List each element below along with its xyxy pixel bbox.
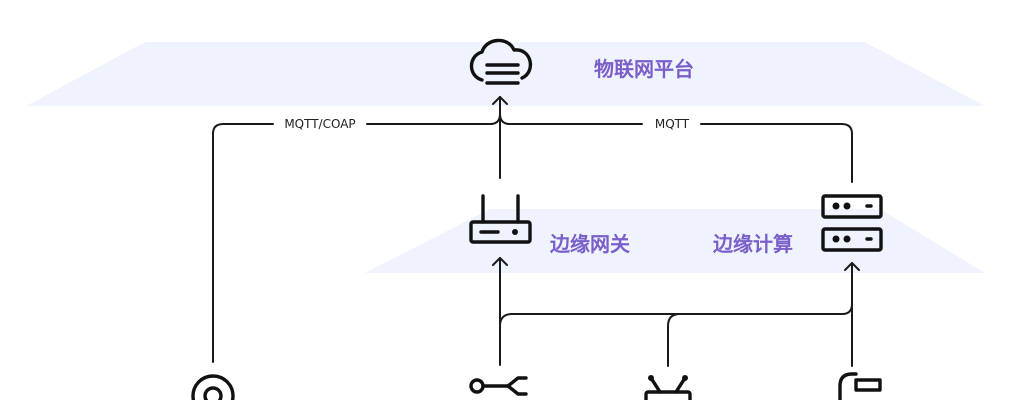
antenna-device-icon	[644, 375, 692, 400]
left-protocol-label: MQTT/COAP	[284, 117, 355, 131]
router-icon	[469, 194, 532, 244]
mqtt-coap-connector	[212, 123, 274, 363]
gateway-layer-label: 边缘网关	[549, 232, 630, 256]
edge-compute-layer-label: 边缘计算	[712, 232, 793, 256]
server-rack-icon	[821, 194, 883, 252]
mqtt-connector	[700, 123, 853, 183]
right-protocol-label: MQTT	[655, 117, 690, 131]
platform-arrowhead	[492, 96, 508, 105]
connector-lines	[212, 96, 860, 367]
edge-layer-plane	[365, 209, 985, 273]
edge-compute-arrowhead	[844, 262, 860, 271]
cloud-server-icon	[469, 38, 533, 85]
gateway-arrowhead	[492, 257, 508, 266]
platform-merge-right	[499, 113, 511, 125]
platform-layer-label: 物联网平台	[594, 57, 694, 81]
faucet-icon	[838, 372, 882, 400]
antenna-bus-line	[667, 313, 681, 367]
branch-node-icon	[469, 376, 528, 396]
sensor-target-icon	[191, 374, 235, 400]
